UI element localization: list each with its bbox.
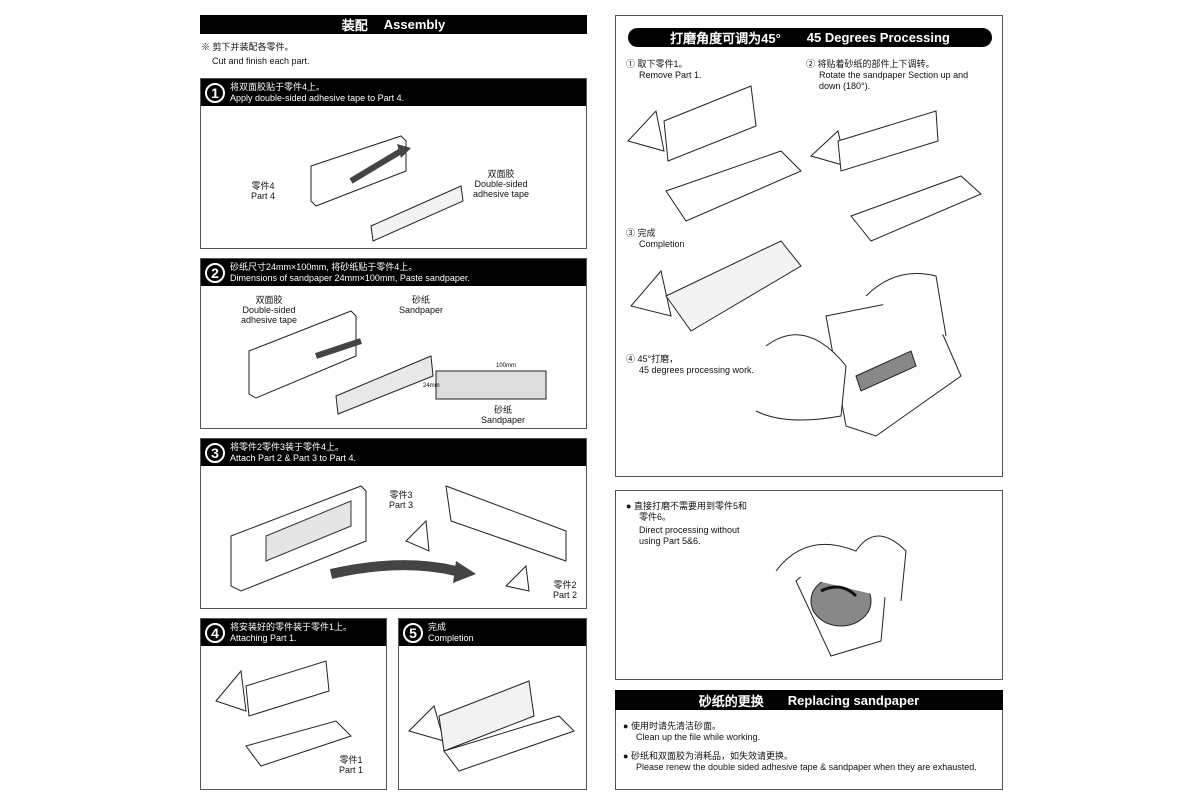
processing-illustrations [627,85,982,437]
step-number: 2 [205,262,225,283]
processing-title-en: 45 Degrees Processing [806,30,950,45]
step-number: 5 [403,622,423,643]
step-number: 3 [205,442,225,463]
assembly-title-cn: 装配 [341,18,368,33]
step-1-header: 1 将双面胶贴于零件4上。Apply double-sided adhesive… [201,79,586,106]
step-cn: 将双面胶贴于零件4上。 [230,81,326,92]
replace-panel: ● 使用时请先清洁砂面。Clean up the file while work… [615,710,1003,790]
step-2-header: 2 砂纸尺寸24mm×100mm, 将砂纸贴于零件4上。Dimensions o… [201,259,586,286]
step-4-header: 4 将安装好的零件装于零件1上。Attaching Part 1. [201,619,386,646]
step-en: Attach Part 2 & Part 3 to Part 4. [230,452,357,463]
note-cn: ※ 剪下并装配各零件。 [201,42,294,52]
proc-step-1: ① 取下零件1。Remove Part 1. [626,59,702,80]
sandpaper-illustration [248,310,547,415]
step-cn: 完成 [428,621,447,632]
step-en: Dimensions of sandpaper 24mm×100mm, Past… [230,272,470,283]
proc-step-2: ② 将贴着砂纸的部件上下调转。Rotate the sandpaper Sect… [806,59,969,91]
attach-parts-illustration [230,485,567,592]
step-number: 4 [205,622,225,643]
replace-bullet-2: ● 砂纸和双面胶为消耗品，如失效请更换。Please renew the dou… [623,751,977,772]
processing-header: 打磨角度可调为45° 45 Degrees Processing [628,28,992,47]
attach-part1-illustration [215,660,352,767]
direct-note: ● 直接打磨不需要用到零件5和 零件6。 Direct processing w… [626,501,747,546]
step-cn: 将安装好的零件装于零件1上。 [230,621,353,632]
dim-width: 100mm [496,363,517,369]
step-3-panel: 3 将零件2零件3装于零件4上。Attach Part 2 & Part 3 t… [200,438,587,609]
step-en: Attaching Part 1. [230,632,297,643]
proc-step-4: ④ 45°打磨，45 degrees processing work. [626,354,755,375]
assembly-note: ※ 剪下并装配各零件。 Cut and finish each part. [201,42,310,67]
step-en: Completion [428,632,474,643]
step-cn: 将零件2零件3装于零件4上。 [230,441,345,452]
step-number: 1 [205,82,225,103]
direct-processing-panel: ● 直接打磨不需要用到零件5和 零件6。 Direct processing w… [615,490,1003,680]
replace-title-en: Replacing sandpaper [787,692,920,708]
replace-header: 砂纸的更换 Replacing sandpaper [615,690,1003,710]
processing-title-cn: 打磨角度可调为45° [670,31,781,46]
dim-height: 24mm [423,383,440,389]
note-en: Cut and finish each part. [212,56,310,66]
step-en: Apply double-sided adhesive tape to Part… [230,92,405,103]
step-1-panel: 1 将双面胶贴于零件4上。Apply double-sided adhesive… [200,78,587,249]
replace-bullet-1: ● 使用时请先清洁砂面。Clean up the file while work… [623,721,761,742]
step-cn: 砂纸尺寸24mm×100mm, 将砂纸贴于零件4上。 [230,261,418,272]
processing-panel: 打磨角度可调为45° 45 Degrees Processing ① 取下零件1… [615,15,1003,477]
completion-illustration [408,680,575,772]
replace-title-cn: 砂纸的更换 [698,693,764,709]
direct-processing-illustration [775,535,907,657]
assembly-title-en: Assembly [383,17,446,32]
assembly-header: 装配 Assembly [200,15,587,34]
part4-tape-illustration [310,135,464,242]
step-2-panel: 2 砂纸尺寸24mm×100mm, 将砂纸贴于零件4上。Dimensions o… [200,258,587,429]
step-3-header: 3 将零件2零件3装于零件4上。Attach Part 2 & Part 3 t… [201,439,586,466]
